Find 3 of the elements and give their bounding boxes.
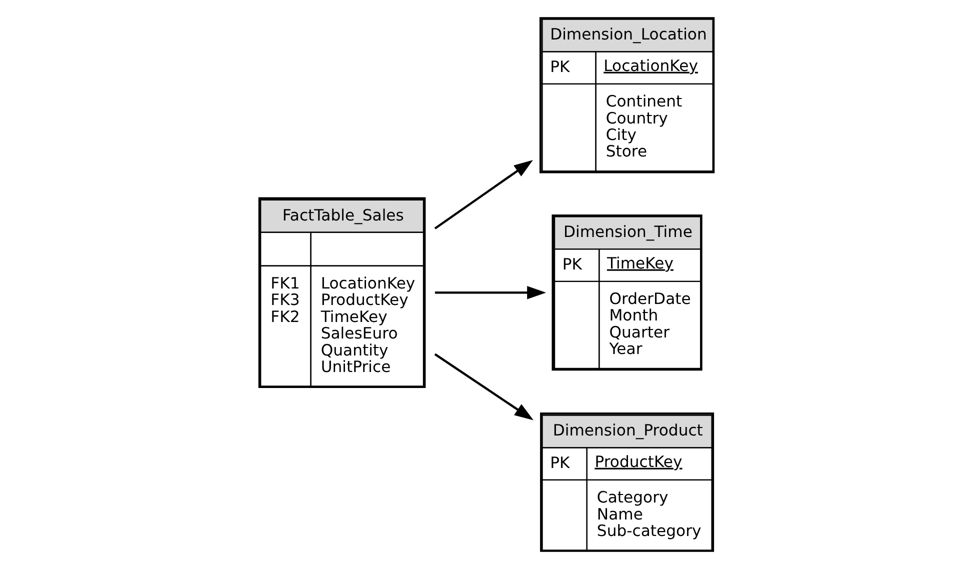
arrow bbox=[434, 286, 546, 300]
arrow bbox=[434, 160, 533, 230]
arrow bbox=[434, 353, 534, 420]
